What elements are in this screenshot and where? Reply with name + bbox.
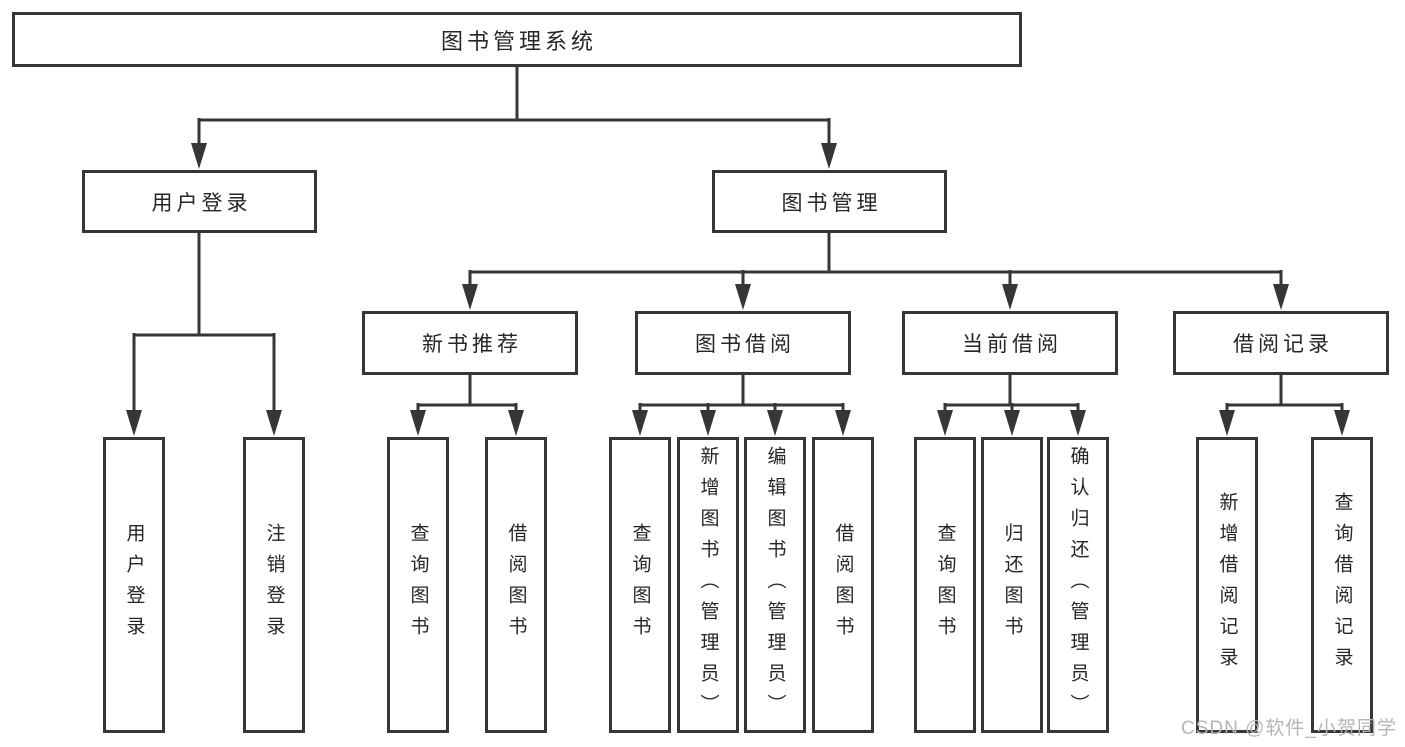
leaf-logout: 注销登录 — [243, 437, 305, 733]
arrowhead — [700, 410, 716, 436]
node-label: 注销登录 — [263, 523, 285, 647]
node-label: 新增图书（管理员） — [697, 445, 719, 725]
arrowhead — [410, 410, 426, 436]
node-label: 当前借阅 — [962, 333, 1062, 356]
connector-borrowing-records-branch — [1225, 375, 1344, 413]
leaf-query-books-recommend: 查询图书 — [387, 437, 449, 733]
node-label: 查询借阅记录 — [1331, 492, 1353, 678]
arrowhead — [266, 410, 282, 436]
node-library-management-system: 图书管理系统 — [12, 12, 1022, 67]
connector-new-book-branch — [416, 375, 518, 413]
node-book-borrowing: 图书借阅 — [635, 311, 851, 375]
arrowhead — [462, 284, 478, 310]
connector-current-borrowing-branch — [943, 375, 1080, 413]
node-label: 借阅图书 — [832, 523, 854, 647]
csdn-watermark: CSDN @软件_小贺同学 — [1181, 718, 1397, 739]
leaf-return-books: 归还图书 — [981, 437, 1043, 733]
leaf-edit-book-admin: 编辑图书（管理员） — [744, 437, 806, 733]
node-label: 借阅记录 — [1233, 333, 1333, 356]
arrowhead — [735, 284, 751, 310]
leaf-query-books-borrowing: 查询图书 — [609, 437, 671, 733]
connector-user-login-branch — [132, 233, 276, 413]
leaf-query-books-current: 查询图书 — [914, 437, 976, 733]
node-book-management: 图书管理 — [712, 170, 947, 233]
node-user-login: 用户登录 — [82, 170, 317, 233]
node-label: 借阅图书 — [505, 523, 527, 647]
arrowhead — [821, 143, 837, 169]
node-borrowing-records: 借阅记录 — [1173, 311, 1389, 375]
node-label: 编辑图书（管理员） — [764, 445, 786, 725]
arrowhead — [937, 410, 953, 436]
node-label: 查询图书 — [934, 523, 956, 647]
arrowhead — [835, 410, 851, 436]
arrowhead — [1219, 410, 1235, 436]
node-label: 用户登录 — [123, 523, 145, 647]
node-label: 查询图书 — [407, 523, 429, 647]
arrowhead — [1004, 410, 1020, 436]
arrowhead — [191, 143, 207, 169]
arrowhead — [1070, 410, 1086, 436]
node-label: 查询图书 — [629, 523, 651, 647]
connector-book-management-branch — [468, 233, 1283, 287]
leaf-borrow-books: 借阅图书 — [812, 437, 874, 733]
node-label: 归还图书 — [1001, 523, 1023, 647]
leaf-add-book-admin: 新增图书（管理员） — [677, 437, 739, 733]
arrowhead — [126, 410, 142, 436]
arrowhead — [1002, 284, 1018, 310]
leaf-borrow-books-recommend: 借阅图书 — [485, 437, 547, 733]
leaf-add-borrow-record: 新增借阅记录 — [1196, 437, 1258, 733]
node-label: 图书借阅 — [695, 333, 795, 356]
node-label: 用户登录 — [151, 191, 252, 215]
node-new-book-recommendation: 新书推荐 — [362, 311, 578, 375]
node-label: 图书管理系统 — [440, 28, 597, 54]
connector-book-borrowing-branch — [638, 375, 845, 413]
leaf-user-login: 用户登录 — [103, 437, 165, 733]
arrowhead — [767, 410, 783, 436]
connector-root-branch — [197, 65, 831, 146]
leaf-confirm-return-admin: 确认归还（管理员） — [1047, 437, 1109, 733]
leaf-query-borrow-record: 查询借阅记录 — [1311, 437, 1373, 733]
node-label: 新书推荐 — [422, 333, 522, 356]
arrowhead — [1273, 284, 1289, 310]
node-label: 新增借阅记录 — [1216, 492, 1238, 678]
arrowhead — [632, 410, 648, 436]
arrowhead — [508, 410, 524, 436]
node-label: 图书管理 — [781, 191, 882, 215]
node-label: 确认归还（管理员） — [1067, 445, 1089, 725]
node-current-borrowing: 当前借阅 — [902, 311, 1118, 375]
arrowhead — [1334, 410, 1350, 436]
